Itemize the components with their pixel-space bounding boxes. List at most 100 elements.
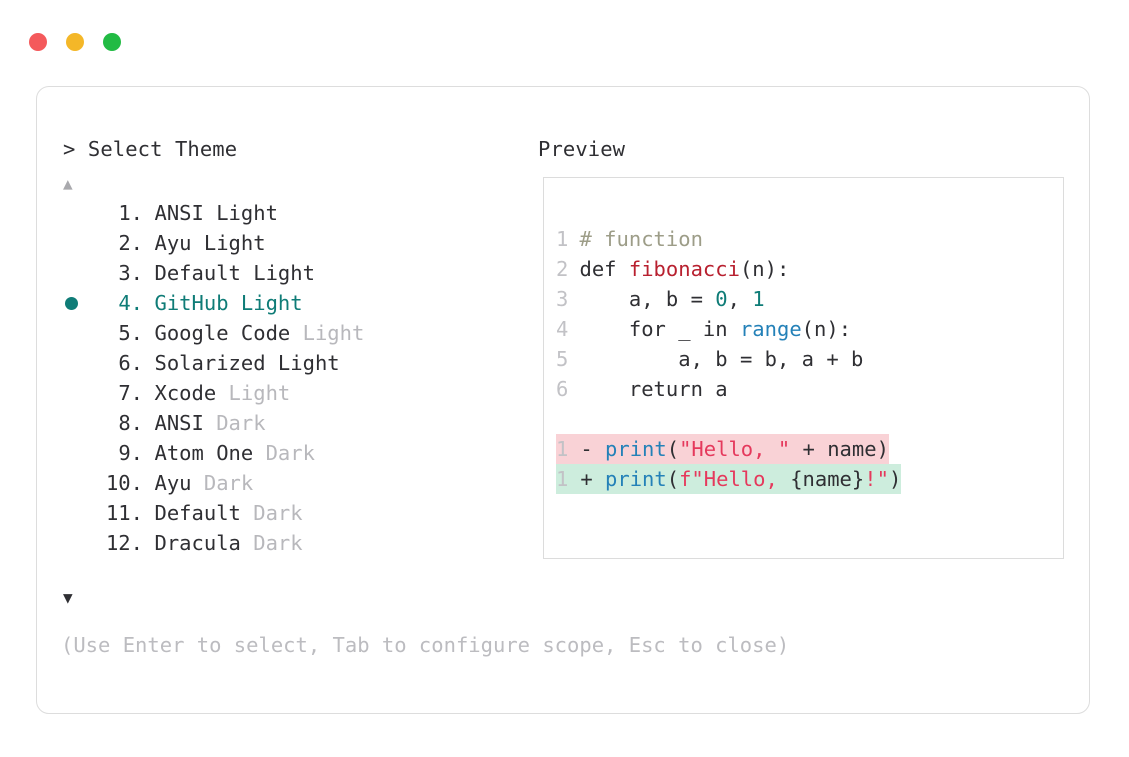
selected-bullet-icon bbox=[65, 296, 78, 310]
theme-list-item[interactable]: 5.Google Code Light bbox=[63, 318, 493, 348]
code-line: 2 def fibonacci(n): bbox=[544, 254, 1063, 284]
code-line-text: return a bbox=[580, 374, 728, 404]
theme-list-item[interactable]: 9. Atom One Dark bbox=[63, 438, 493, 468]
diff-added-line: 1 + print(f"Hello, {name}!") bbox=[544, 464, 1063, 494]
bullet-placeholder bbox=[65, 207, 78, 220]
code-token: ) bbox=[888, 467, 902, 491]
selection-bullet-cell bbox=[63, 477, 95, 490]
bullet-placeholder bbox=[65, 447, 78, 460]
bullet-placeholder bbox=[65, 387, 78, 400]
theme-list-item[interactable]: 7. Xcode Light bbox=[63, 378, 493, 408]
theme-item-name: Xcode bbox=[154, 381, 217, 405]
bullet-placeholder bbox=[65, 507, 78, 520]
theme-list-item[interactable]: 11. Default Dark bbox=[63, 498, 493, 528]
theme-list-item[interactable]: 1. ANSI Light bbox=[63, 198, 493, 228]
theme-list-item[interactable]: 4.GitHub Light bbox=[63, 288, 493, 318]
theme-list-item[interactable]: 3.Default Light bbox=[63, 258, 493, 288]
code-token: + name) bbox=[790, 437, 889, 461]
theme-item-variant: Dark bbox=[240, 531, 303, 555]
code-token: # function bbox=[579, 227, 703, 251]
code-token: def bbox=[579, 257, 629, 281]
diff-sign: + bbox=[568, 467, 606, 491]
code-token: for _ in bbox=[579, 317, 740, 341]
keyboard-hint: (Use Enter to select, Tab to configure s… bbox=[61, 633, 790, 657]
theme-item-name: ANSI bbox=[154, 411, 204, 435]
theme-item-name: Ayu bbox=[154, 231, 192, 255]
theme-item-name: Atom One bbox=[154, 441, 254, 465]
diff-removed-line: 1 - print("Hello, " + name) bbox=[544, 434, 1063, 464]
scroll-down-icon[interactable]: ▼ bbox=[63, 588, 73, 607]
theme-item-name: Default bbox=[154, 501, 241, 525]
scroll-up-icon[interactable]: ▲ bbox=[63, 174, 73, 193]
theme-item-name: Dracula bbox=[154, 531, 241, 555]
theme-item-index: 9. bbox=[118, 441, 143, 465]
theme-item-variant: Dark bbox=[240, 501, 303, 525]
line-number: 2 bbox=[556, 257, 569, 281]
line-number: 1 bbox=[556, 227, 569, 251]
code-token: a, b = bbox=[579, 287, 716, 311]
code-line: 4 for _ in range(n): bbox=[544, 314, 1063, 344]
code-line: 3 a, b = 0, 1 bbox=[544, 284, 1063, 314]
theme-item-variant: Light bbox=[203, 201, 278, 225]
theme-item-name: Default bbox=[154, 261, 241, 285]
theme-item-index: 11. bbox=[105, 501, 143, 525]
line-number: 1 bbox=[556, 467, 569, 491]
code-line-text: def fibonacci(n): bbox=[580, 254, 790, 284]
theme-list-item[interactable]: 8. ANSI Dark bbox=[63, 408, 493, 438]
theme-list-item[interactable]: 2.Ayu Light bbox=[63, 228, 493, 258]
theme-item-name: GitHub bbox=[154, 291, 229, 315]
bullet-placeholder bbox=[65, 537, 78, 550]
theme-item-index: 7. bbox=[118, 381, 143, 405]
theme-item-variant: Light bbox=[216, 381, 291, 405]
code-token: 1 bbox=[752, 287, 765, 311]
code-line: 1 # function bbox=[544, 224, 1063, 254]
code-token: (n): bbox=[739, 257, 790, 281]
line-number: 3 bbox=[556, 287, 569, 311]
theme-item-variant: Light bbox=[191, 231, 266, 255]
selection-bullet-cell bbox=[63, 537, 95, 550]
select-theme-title: > Select Theme bbox=[63, 137, 238, 161]
code-line-text: # function bbox=[580, 224, 703, 254]
theme-item-index: 6. bbox=[118, 351, 143, 375]
theme-item-index: 8. bbox=[118, 411, 143, 435]
maximize-window-button[interactable] bbox=[103, 33, 121, 51]
selection-bullet-cell bbox=[63, 207, 95, 220]
theme-item-index: 5. bbox=[118, 321, 143, 345]
code-token: "Hello, " bbox=[679, 437, 791, 461]
theme-item-index: 4. bbox=[118, 291, 143, 315]
selection-bullet-cell bbox=[63, 296, 95, 310]
theme-item-index: 1. bbox=[118, 201, 143, 225]
theme-item-index: 12. bbox=[105, 531, 143, 555]
bullet-placeholder bbox=[65, 267, 78, 280]
selection-bullet-cell bbox=[63, 447, 95, 460]
code-token: {name} bbox=[790, 467, 865, 491]
theme-item-variant: Dark bbox=[253, 441, 315, 465]
selection-bullet-cell bbox=[63, 357, 95, 370]
code-token: fibonacci bbox=[628, 257, 740, 281]
theme-item-name: Ayu bbox=[154, 471, 192, 495]
code-token: , bbox=[727, 287, 753, 311]
diff-sign: - bbox=[568, 437, 606, 461]
theme-list-item[interactable]: 12. Dracula Dark bbox=[63, 528, 493, 558]
close-window-button[interactable] bbox=[29, 33, 47, 51]
code-token: ( bbox=[666, 467, 680, 491]
minimize-window-button[interactable] bbox=[66, 33, 84, 51]
theme-list-item[interactable]: 10.Ayu Dark bbox=[63, 468, 493, 498]
theme-item-name: ANSI bbox=[154, 201, 204, 225]
line-number: 6 bbox=[556, 377, 569, 401]
theme-item-variant: Light bbox=[265, 351, 340, 375]
theme-item-index: 10. bbox=[105, 471, 143, 495]
bullet-placeholder bbox=[65, 477, 78, 490]
bullet-placeholder bbox=[65, 417, 78, 430]
preview-title: Preview bbox=[538, 137, 626, 161]
code-line-text: a, b = 0, 1 bbox=[580, 284, 765, 314]
selection-bullet-cell bbox=[63, 267, 95, 280]
code-token: !" bbox=[864, 467, 889, 491]
theme-item-variant: Light bbox=[290, 321, 365, 345]
theme-list-item[interactable]: 6.Solarized Light bbox=[63, 348, 493, 378]
code-token: (n): bbox=[801, 317, 852, 341]
theme-item-variant: Dark bbox=[203, 411, 266, 435]
diff-highlight: 1 + print(f"Hello, {name}!") bbox=[556, 464, 902, 494]
